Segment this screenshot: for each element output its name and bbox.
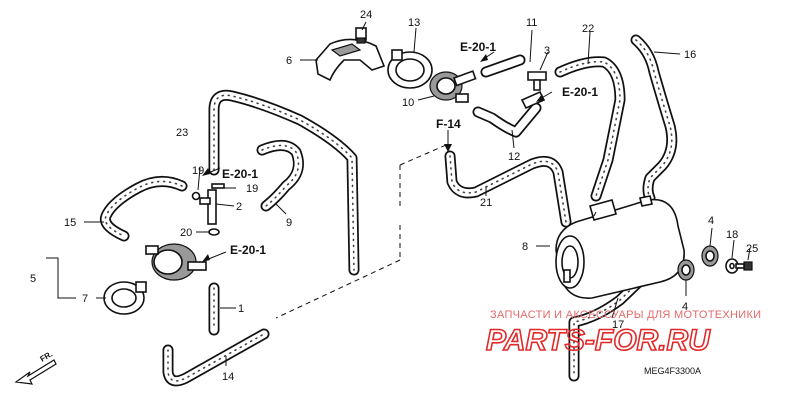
clip-19b (211, 183, 225, 189)
label-20: 20 (180, 227, 192, 239)
label-14: 14 (222, 371, 234, 383)
joint-2 (199, 189, 217, 225)
watermark-logo: PARTS-FOR.RU (486, 324, 711, 357)
label-1: 1 (238, 303, 244, 315)
label-22: 22 (582, 23, 594, 35)
hose-16 (630, 34, 678, 204)
label-5: 5 (30, 273, 36, 285)
part-labels: 24 6 13 10 11 3 22 16 12 21 8 4 4 18 25 … (30, 9, 758, 383)
diagram-code: MEG4F3300A (644, 366, 701, 376)
clip-20 (208, 228, 220, 236)
label-13: 13 (408, 17, 420, 29)
label-21: 21 (480, 197, 492, 209)
watermark: ЗАПЧАСТИ И АКСЕССУАРЫ ДЛЯ МОТОТЕХНИКИ PA… (485, 309, 761, 358)
bolt-24 (355, 27, 367, 44)
canister-8 (555, 195, 685, 299)
ref-f14: F-14 (436, 117, 461, 131)
reference-labels: E-20-1 E-20-1 F-14 E-20-1 E-20-1 (222, 40, 598, 257)
label-10: 10 (402, 97, 414, 109)
hose-9 (256, 140, 304, 212)
label-18: 18 (726, 229, 738, 241)
bracket-6 (315, 38, 386, 82)
hose-22 (554, 56, 626, 202)
hose-11 (480, 54, 526, 78)
grommet-4b (677, 259, 695, 281)
clamp-7 (103, 281, 147, 315)
label-24: 24 (360, 9, 372, 21)
label-8: 8 (522, 241, 528, 253)
label-17: 17 (612, 319, 624, 331)
ref-arrows (202, 51, 553, 262)
label-12: 12 (508, 151, 520, 163)
collar-18 (725, 258, 739, 274)
hose-23 (208, 89, 360, 276)
label-3: 3 (544, 45, 550, 57)
front-direction-arrow: FR. (14, 349, 57, 385)
label-19a: 19 (192, 165, 204, 177)
hose-15 (99, 176, 188, 242)
label-4a: 4 (708, 215, 714, 227)
label-19b: 19 (246, 183, 258, 195)
label-2: 2 (236, 201, 242, 213)
hose-14 (162, 328, 270, 387)
hose-17 (568, 252, 670, 382)
guide-lines (275, 144, 597, 319)
clip-19a (191, 191, 201, 201)
label-7: 7 (82, 293, 88, 305)
leader-lines (46, 21, 751, 366)
ref-e20-top: E-20-1 (460, 40, 496, 54)
control-valve (145, 243, 207, 281)
label-4b: 4 (682, 301, 688, 313)
ref-e20-right: E-20-1 (562, 85, 598, 99)
hose-21 (444, 150, 572, 228)
label-9: 9 (286, 217, 292, 229)
watermark-caption: ЗАПЧАСТИ И АКСЕССУАРЫ ДЛЯ МОТОТЕХНИКИ (490, 309, 761, 321)
valve-10 (429, 70, 477, 103)
label-25: 25 (746, 243, 758, 255)
label-15: 15 (64, 217, 76, 229)
joint-3 (527, 71, 547, 91)
label-16: 16 (684, 49, 696, 61)
ref-e20-low: E-20-1 (230, 243, 266, 257)
hose-12 (472, 102, 542, 138)
label-11: 11 (526, 17, 537, 29)
ref-e20-mid: E-20-1 (222, 167, 258, 181)
grommet-4a (701, 245, 719, 267)
clamp-13 (387, 49, 433, 89)
bolt-25 (735, 261, 753, 271)
label-6: 6 (286, 55, 292, 67)
label-23: 23 (176, 127, 188, 139)
